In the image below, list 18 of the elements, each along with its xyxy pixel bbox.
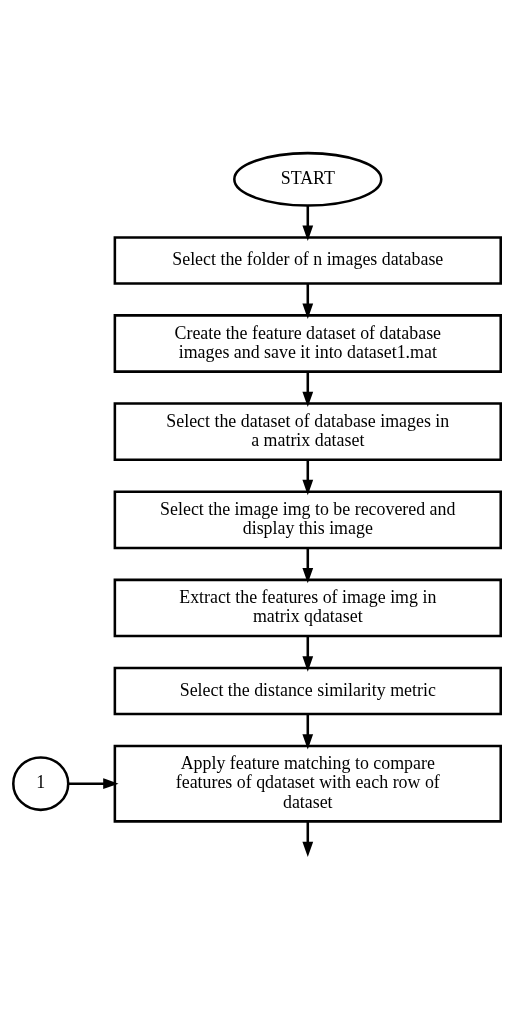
- arrow: [68, 778, 119, 790]
- arrow: [302, 548, 314, 584]
- node-box: Select the dataset of database images in a matrix dataset: [113, 402, 502, 462]
- node-box: Apply feature matching to compare features of qdataset with each row of dataset: [113, 744, 502, 823]
- arrow: [302, 821, 314, 858]
- node-box: Extract the features of image img in matrix qdataset: [113, 578, 502, 638]
- arrow: [302, 283, 314, 319]
- node-ellipse: START: [233, 151, 383, 207]
- arrow: [302, 636, 314, 672]
- node-box: Select the folder of n images database: [113, 236, 502, 285]
- node-circle: 1: [12, 756, 70, 812]
- arrow: [302, 371, 314, 408]
- arrow: [302, 714, 314, 750]
- node-box: Select the distance similarity metric: [113, 666, 502, 716]
- node-box: Select the image img to be recovered and display this image: [113, 490, 502, 550]
- node-box: Create the feature dataset of database images and save it into dataset1.mat: [113, 314, 502, 373]
- arrow: [302, 205, 314, 241]
- arrow: [302, 460, 314, 496]
